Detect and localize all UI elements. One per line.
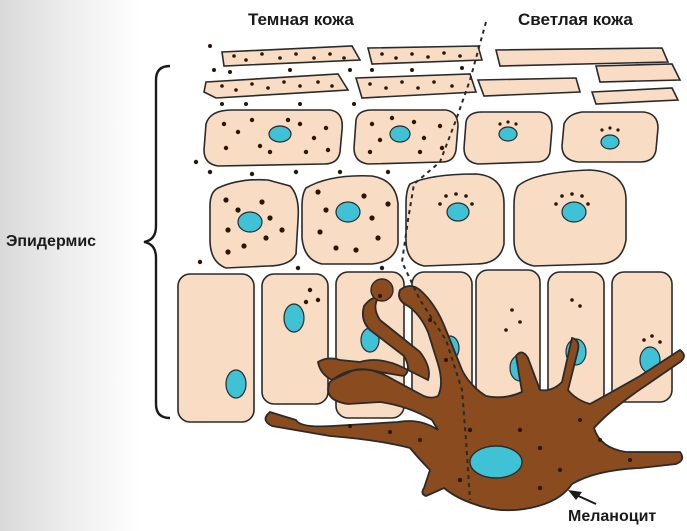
nucleus bbox=[269, 126, 291, 142]
epidermis-label: Эпидермис bbox=[6, 233, 96, 251]
flat-cell bbox=[222, 46, 360, 66]
flat-cell bbox=[478, 78, 580, 96]
nucleus bbox=[601, 135, 619, 149]
flat-cell bbox=[496, 48, 668, 66]
flat-cell bbox=[592, 88, 678, 104]
nucleus bbox=[562, 202, 586, 222]
nucleus bbox=[447, 203, 469, 221]
nucleus bbox=[226, 370, 246, 398]
basal-cell bbox=[178, 274, 254, 422]
nucleus bbox=[390, 126, 410, 142]
nucleus bbox=[238, 212, 262, 232]
melanocyte-label: Меланоцит bbox=[568, 508, 656, 526]
epidermis-bracket bbox=[144, 66, 170, 418]
nucleus bbox=[284, 304, 304, 332]
flat-cell bbox=[204, 74, 348, 98]
light-skin-label: Светлая кожа bbox=[518, 10, 633, 30]
nucleus bbox=[336, 202, 360, 222]
melanocyte-nucleus bbox=[470, 446, 522, 478]
nucleus bbox=[499, 127, 517, 141]
dark-skin-label: Темная кожа bbox=[248, 10, 354, 30]
flat-cell bbox=[356, 74, 476, 98]
melanocyte-arrow bbox=[568, 490, 596, 504]
flat-cell bbox=[368, 46, 482, 64]
basal-cell bbox=[262, 274, 328, 404]
flat-cell bbox=[596, 64, 680, 82]
